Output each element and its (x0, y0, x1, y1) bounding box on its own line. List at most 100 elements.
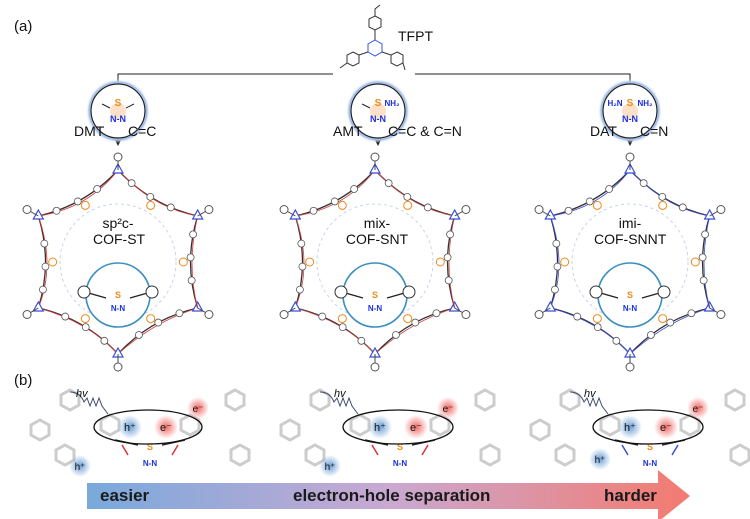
thiadiazole-node (48, 257, 58, 267)
phenyl-node (22, 310, 32, 319)
phenyl-node (698, 253, 707, 262)
phenyl-node (146, 192, 155, 201)
phenyl-node (605, 185, 614, 193)
phenyl-node (204, 310, 214, 319)
phenyl-node (41, 262, 50, 271)
phenyl-node (384, 179, 393, 188)
sulfur-atom: S (647, 442, 653, 452)
phenyl-node (564, 206, 573, 215)
thiadiazole-node (305, 257, 315, 267)
phenyl-node (444, 276, 453, 285)
phenyl-node (40, 239, 49, 248)
triazine-node (289, 300, 302, 312)
gray-ring (529, 418, 551, 442)
phenyl-node (279, 310, 289, 319)
bond-label-amt: C=C & C=N (388, 123, 462, 139)
photon-wave-icon (69, 391, 109, 415)
thiadiazole-node (146, 314, 156, 324)
gray-ring (599, 413, 621, 437)
exciton-ellipse (592, 409, 704, 445)
gray-ring (479, 443, 501, 467)
thiadiazole-node (658, 200, 668, 210)
bond-label-dmt: C=C (128, 123, 157, 139)
panel-label-a: (a) (14, 18, 33, 35)
free-hole-label: h⁺ (595, 455, 606, 466)
phenyl-node (309, 206, 318, 215)
phenyl-node (73, 197, 82, 206)
phenyl-node (443, 253, 452, 262)
gray-ring (99, 413, 121, 437)
exciton-model-2: SN-Nh⁺e⁻h⁺e⁻ (279, 388, 501, 477)
phenyl-node (666, 318, 675, 327)
gray-ring (474, 388, 496, 412)
thiadiazole-node (560, 257, 570, 267)
phenyl-node (113, 362, 123, 372)
phenyl-node (701, 230, 709, 239)
monomer-label-dmt: DMT (74, 123, 105, 139)
hv-label-2: hv (334, 388, 346, 400)
gray-ring (304, 443, 326, 467)
phenyl-node (552, 239, 561, 248)
free-hole-label: h⁺ (75, 462, 86, 473)
hv-label-1: hv (76, 388, 88, 400)
monomer-label-amt: AMT (333, 123, 363, 139)
tfpt-label: TFPT (398, 28, 433, 44)
exciton-model-3: SN-Nh⁺e⁻h⁺e⁻ (529, 388, 750, 471)
phenyl-node (534, 205, 544, 214)
phenyl-node (166, 203, 175, 212)
hole-label: h⁺ (124, 422, 136, 434)
phenyl-node (186, 253, 195, 262)
phenyl-node (411, 318, 420, 327)
phenyl-node (646, 331, 655, 339)
phenyl-node (625, 152, 635, 162)
gray-ring (54, 443, 76, 467)
sulfur-atom: S (115, 290, 121, 300)
cof-structure-1: SN-N (22, 152, 214, 372)
thiadiazole-node (178, 257, 188, 267)
arrow-label-middle: electron-hole separation (293, 486, 491, 505)
triazine-node (32, 300, 45, 312)
phenyl-node (357, 336, 366, 345)
phenyl-node (127, 179, 136, 188)
thiadiazole-node (435, 257, 445, 267)
phenyl-node (553, 262, 562, 271)
tfpt-molecule (339, 4, 406, 71)
separation-arrow (87, 470, 690, 519)
phenyl-node (189, 230, 197, 239)
phenyl-node (113, 152, 123, 162)
thiadiazole-node (690, 257, 700, 267)
phenyl-node (585, 197, 594, 206)
gray-ring (29, 418, 51, 442)
sulfur-atom: S (372, 290, 378, 300)
phenyl-node (318, 312, 327, 321)
phenyl-node (551, 285, 559, 294)
gray-ring (224, 388, 246, 412)
cof-name-2: mix-COF-SNT (345, 215, 409, 247)
phenyl-node (461, 205, 471, 214)
thiadiazole-node (403, 200, 413, 210)
thiadiazole-node (337, 200, 347, 210)
hole-label: h⁺ (374, 422, 386, 434)
phenyl-node (100, 336, 109, 345)
phenyl-node (687, 309, 696, 318)
free-electron-label: e⁻ (443, 404, 454, 415)
sulfur-atom: S (147, 442, 153, 452)
nn-atoms: N-N (623, 304, 637, 313)
phenyl-node (297, 239, 306, 248)
nn-atoms: N-N (143, 459, 157, 468)
exciton-model-1: SN-Nh⁺e⁻h⁺e⁻ (29, 388, 251, 477)
phenyl-node (338, 323, 347, 332)
phenyl-node (52, 206, 61, 215)
nn-atoms: N-N (110, 114, 126, 124)
free-electron-label: e⁻ (193, 404, 204, 415)
arrow-label-easier: easier (100, 486, 150, 505)
sulfur-atom: S (375, 98, 382, 109)
electron-label: e⁻ (410, 422, 422, 434)
phenyl-node (61, 312, 70, 321)
sulfur-atom: S (115, 98, 122, 109)
free-hole-label: h⁺ (325, 462, 336, 473)
exciton-ellipse (93, 409, 203, 445)
